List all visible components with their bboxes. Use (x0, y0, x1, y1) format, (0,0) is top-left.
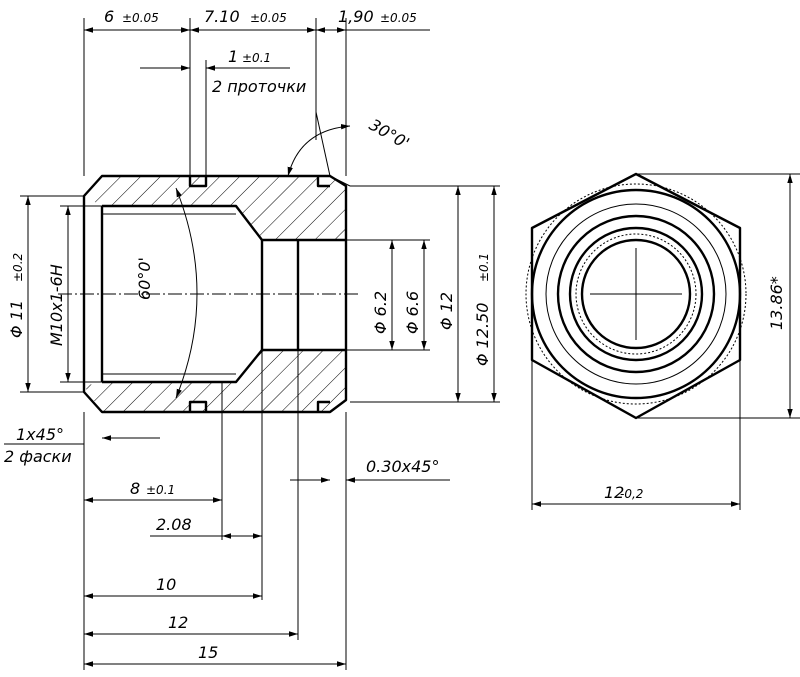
hex-end-view: 13.86* 12 -0,2 (525, 172, 800, 510)
dim-710-tol: ±0.05 (250, 11, 287, 25)
hex-flats-value: 12 (604, 483, 624, 502)
groove-note: 2 проточки (212, 77, 306, 96)
groove-bottom (188, 400, 208, 412)
top-angle-arc (287, 124, 351, 177)
groove-top-right (316, 176, 330, 188)
section-view (58, 174, 360, 414)
dia-12: Φ 12 (437, 292, 456, 330)
outer-outline (82, 174, 348, 414)
chamfer-note-1: 1x45° (16, 425, 64, 444)
chamfer-note: 1x45° 2 фаски (4, 420, 160, 466)
small-chamfer-note: 0.30x45° (290, 457, 450, 483)
thread-label: M10x1-6H (47, 264, 66, 346)
dim-8-tol: ±0.1 (146, 483, 175, 497)
dim-12: 12 (168, 613, 188, 632)
dia-66: Φ 6.6 (403, 291, 422, 334)
groove-dim-value: 1 (228, 47, 238, 66)
dim-10: 10 (156, 575, 176, 594)
hex-corners-dim: 13.86* (767, 276, 786, 330)
groove-dim-tol: ±0.1 (242, 51, 271, 65)
dia-11-value: Φ 11 (7, 300, 26, 338)
groove-bottom-right (316, 400, 330, 412)
dim-15: 15 (198, 643, 218, 662)
dia-1250-value: Φ 12.50 (473, 303, 492, 366)
top-angle-label: 30°0' (366, 115, 413, 153)
hex-flats-tol: -0,2 (620, 487, 643, 501)
dia-1250-tol: ±0.1 (477, 253, 491, 282)
bottom-dimensions: 8 ±0.1 2.08 10 12 15 (83, 350, 347, 670)
cone-angle-label: 60°0' (135, 257, 154, 300)
bore-diameters: Φ 6.2 Φ 6.6 Φ 12 Φ 12.50 ±0.1 (329, 175, 500, 403)
groove-top (188, 176, 208, 188)
dim-190-tol: ±0.05 (380, 11, 417, 25)
small-chamfer-label: 0.30x45° (366, 457, 439, 476)
top-dimensions: 6 ±0.05 7.10 ±0.05 1,90 ±0.05 1 ±0.1 2 п… (83, 7, 430, 176)
dia-62: Φ 6.2 (371, 291, 390, 334)
cone-angle-arc (175, 187, 198, 399)
dia-11-tol: ±0.2 (11, 253, 25, 282)
dim-190-value: 1,90 (338, 7, 374, 26)
chamfer-note-2: 2 фаски (4, 447, 72, 466)
left-dimensions: Φ 11 ±0.2 M10x1-6H (7, 195, 102, 393)
hatched-wall-top (84, 176, 346, 240)
dim-208: 2.08 (156, 515, 192, 534)
dim-6-tol: ±0.05 (122, 11, 159, 25)
dim-8-value: 8 (130, 479, 140, 498)
hatched-wall-bottom (84, 350, 346, 412)
dim-710-value: 7.10 (204, 7, 240, 26)
dim-6-value: 6 (104, 7, 114, 26)
